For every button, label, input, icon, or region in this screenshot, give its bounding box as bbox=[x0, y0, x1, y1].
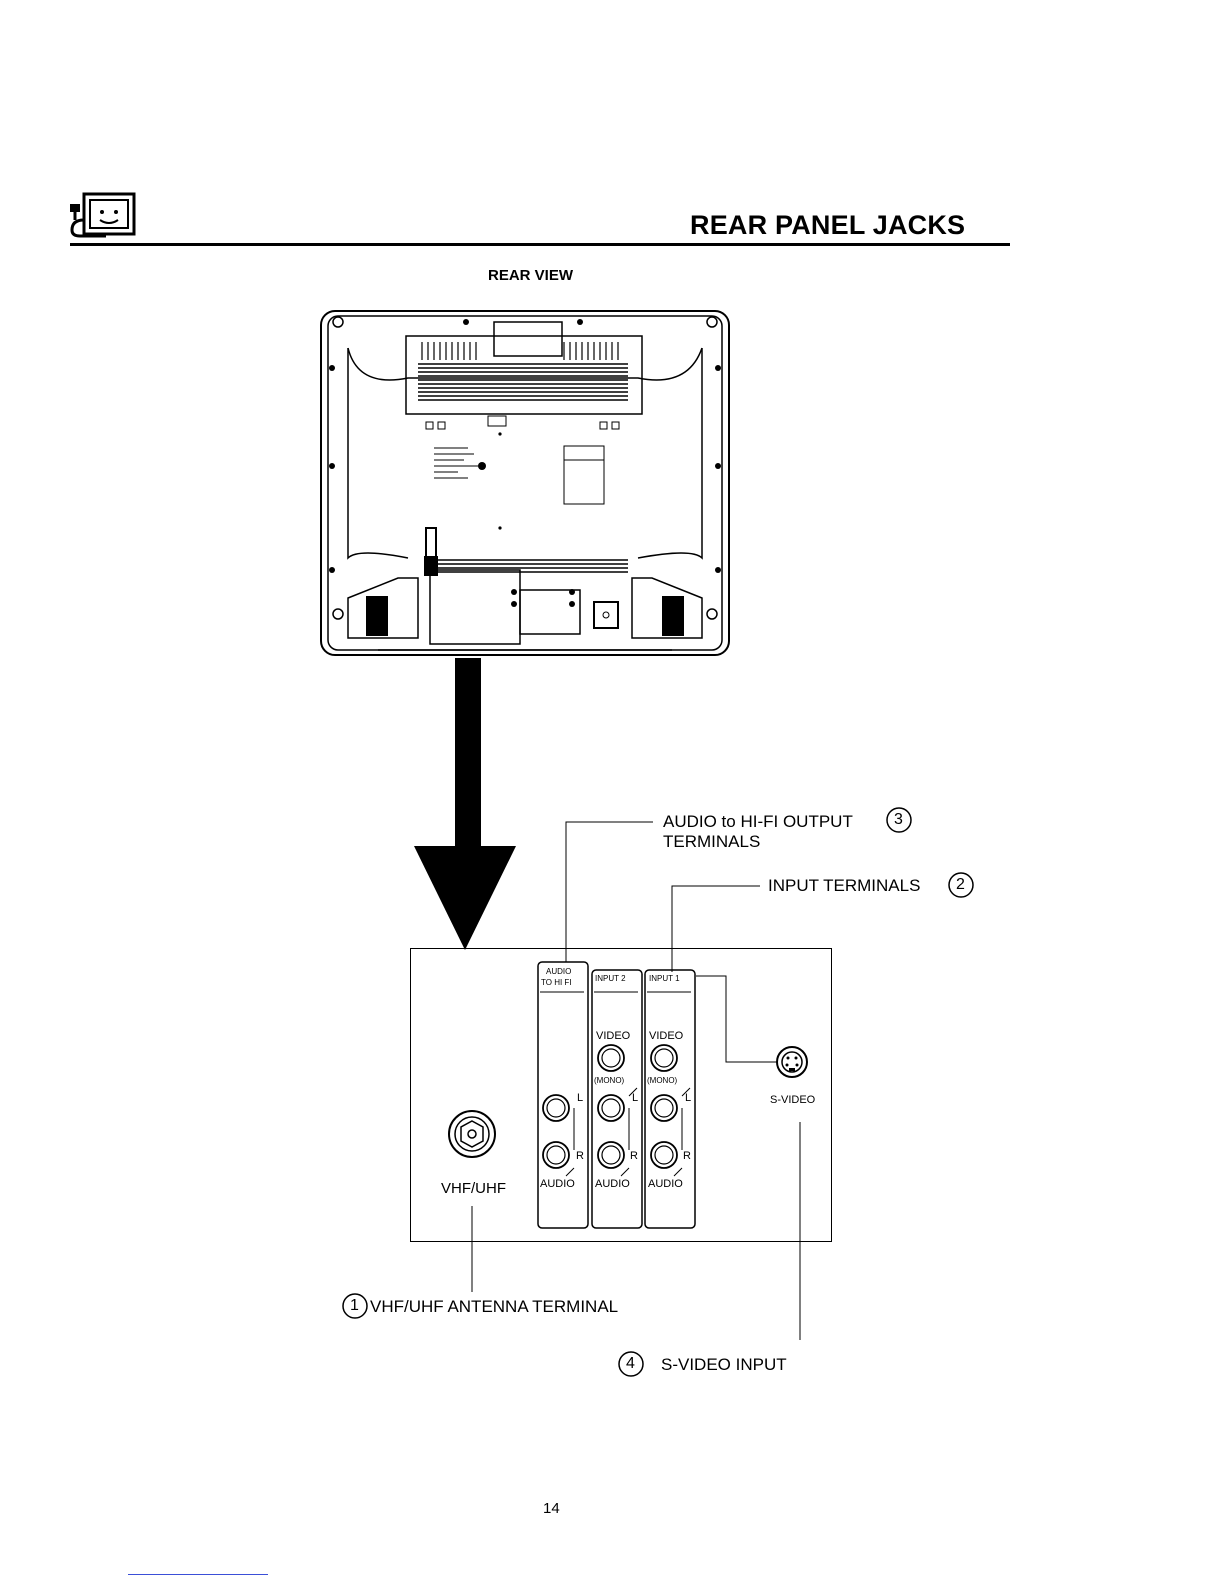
input2-label: INPUT 2 bbox=[595, 974, 626, 983]
audio-hifi-label-line1: AUDIO bbox=[546, 967, 571, 976]
hifi-right-label: R bbox=[576, 1150, 584, 1162]
hifi-audio-label: AUDIO bbox=[540, 1178, 575, 1190]
hifi-left-label: L bbox=[577, 1092, 583, 1104]
audio-hifi-label-line2: TO HI FI bbox=[541, 978, 572, 987]
input2-video-label: VIDEO bbox=[596, 1030, 630, 1042]
footer-link-line bbox=[128, 1574, 268, 1575]
callout-1-text: VHF/UHF ANTENNA TERMINAL bbox=[370, 1297, 618, 1317]
input1-video-label: VIDEO bbox=[649, 1030, 683, 1042]
callout-2-number: 2 bbox=[956, 875, 965, 895]
input2-mono-label: (MONO) bbox=[594, 1076, 624, 1085]
svideo-jack-label: S-VIDEO bbox=[770, 1094, 815, 1106]
callout-1-number: 1 bbox=[350, 1296, 359, 1316]
input1-right-label: R bbox=[683, 1150, 691, 1162]
callout-4-text: S-VIDEO INPUT bbox=[661, 1355, 787, 1375]
input1-audio-label: AUDIO bbox=[648, 1178, 683, 1190]
callout-3-text: AUDIO to HI-FI OUTPUT TERMINALS bbox=[663, 812, 853, 852]
page-number: 14 bbox=[543, 1500, 560, 1517]
antenna-jack-label: VHF/UHF bbox=[441, 1180, 506, 1197]
callout-3-line1: AUDIO to HI-FI OUTPUT bbox=[663, 812, 853, 832]
input1-left-label: L bbox=[685, 1092, 691, 1104]
callout-2-text: INPUT TERMINALS bbox=[768, 876, 920, 896]
input1-label: INPUT 1 bbox=[649, 974, 680, 983]
input1-mono-label: (MONO) bbox=[647, 1076, 677, 1085]
callout-3-number: 3 bbox=[894, 810, 903, 830]
input2-right-label: R bbox=[630, 1150, 638, 1162]
callout-3-line2: TERMINALS bbox=[663, 832, 853, 852]
input2-audio-label: AUDIO bbox=[595, 1178, 630, 1190]
callout-4-number: 4 bbox=[626, 1354, 635, 1374]
input2-left-label: L bbox=[632, 1092, 638, 1104]
